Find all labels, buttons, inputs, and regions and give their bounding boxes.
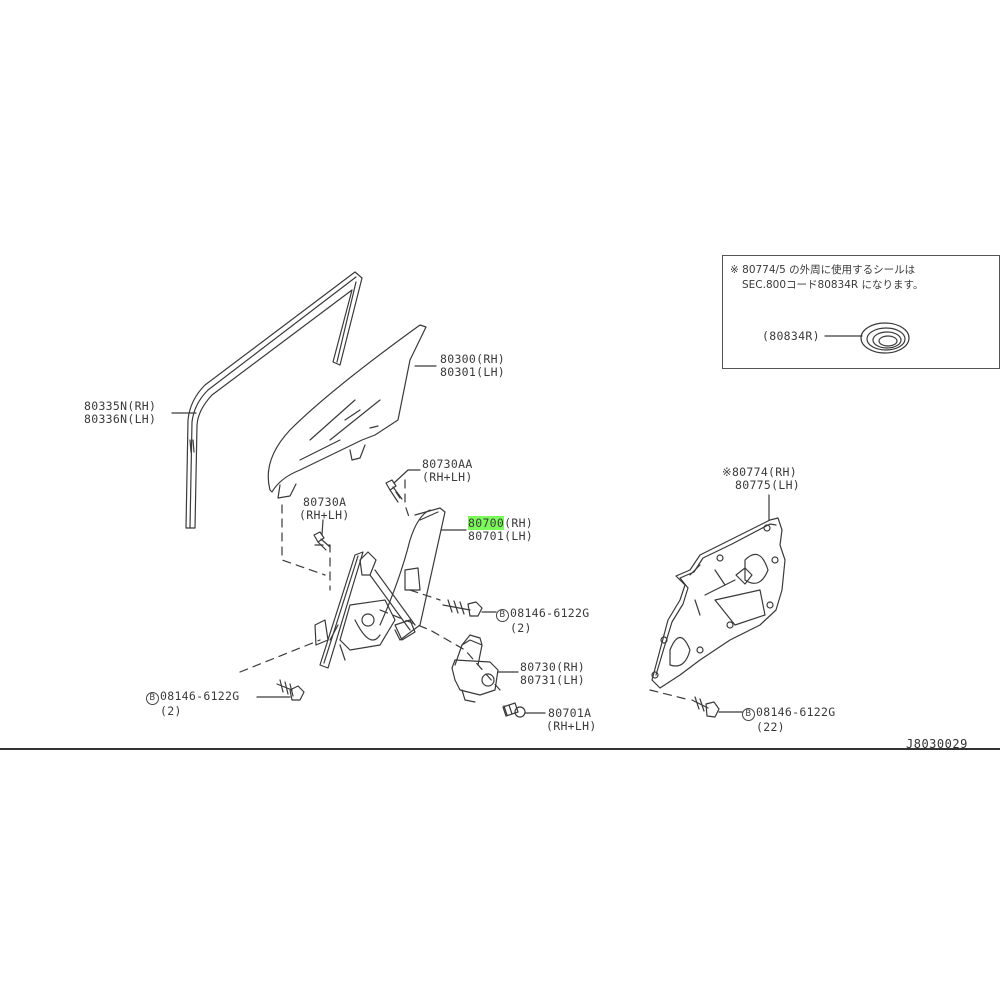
label-window-seal[interactable]: 80335N(RH) 80336N(LH)	[84, 399, 157, 426]
highlighted-part-number: 80700	[468, 516, 505, 530]
label-door-glass[interactable]: 80300(RH) 80301(LH)	[440, 352, 506, 379]
label-motor[interactable]: 80730(RH) 80731(LH)	[520, 660, 586, 687]
label-regulator[interactable]: 80700(RH) 80701(LH)	[468, 516, 534, 543]
note-text: ※ 80774/5 の外周に使用するシールは SEC.800コード80834R …	[730, 263, 924, 293]
bolt-mid-drawing	[442, 599, 497, 617]
label-module-panel[interactable]: ※80774(RH) 80775(LH)	[722, 465, 801, 492]
seal-coil-drawing	[824, 322, 910, 354]
seal-label: (80834R)	[762, 329, 820, 343]
motor-bolt-drawing	[502, 702, 546, 718]
note-line-2: SEC.800コード80834R になります。	[742, 279, 924, 291]
asterisk-mark-icon: ※	[722, 465, 732, 479]
bolt-right-drawing	[691, 696, 743, 718]
module-panel-drawing	[651, 494, 786, 689]
bolt-80730a-drawing	[313, 519, 331, 551]
window-seal-drawing	[185, 271, 363, 529]
bolt-left-drawing	[256, 679, 305, 701]
bottom-divider	[0, 748, 1000, 750]
motor-drawing	[451, 634, 519, 703]
label-bolt-80730aa[interactable]: 80730AA (RH+LH)	[422, 457, 473, 484]
note-line-1: ※ 80774/5 の外周に使用するシールは	[730, 264, 916, 276]
dashed-guides	[239, 479, 691, 701]
bolt-80730aa-drawing	[385, 469, 421, 503]
door-glass-drawing	[267, 324, 427, 499]
label-bolt-80730a[interactable]: 80730A (RH+LH)	[299, 495, 350, 522]
label-motor-bolt[interactable]: 80701A (RH+LH)	[546, 706, 597, 733]
reference-code: J8030029	[906, 737, 968, 751]
regulator-drawing	[314, 507, 467, 669]
